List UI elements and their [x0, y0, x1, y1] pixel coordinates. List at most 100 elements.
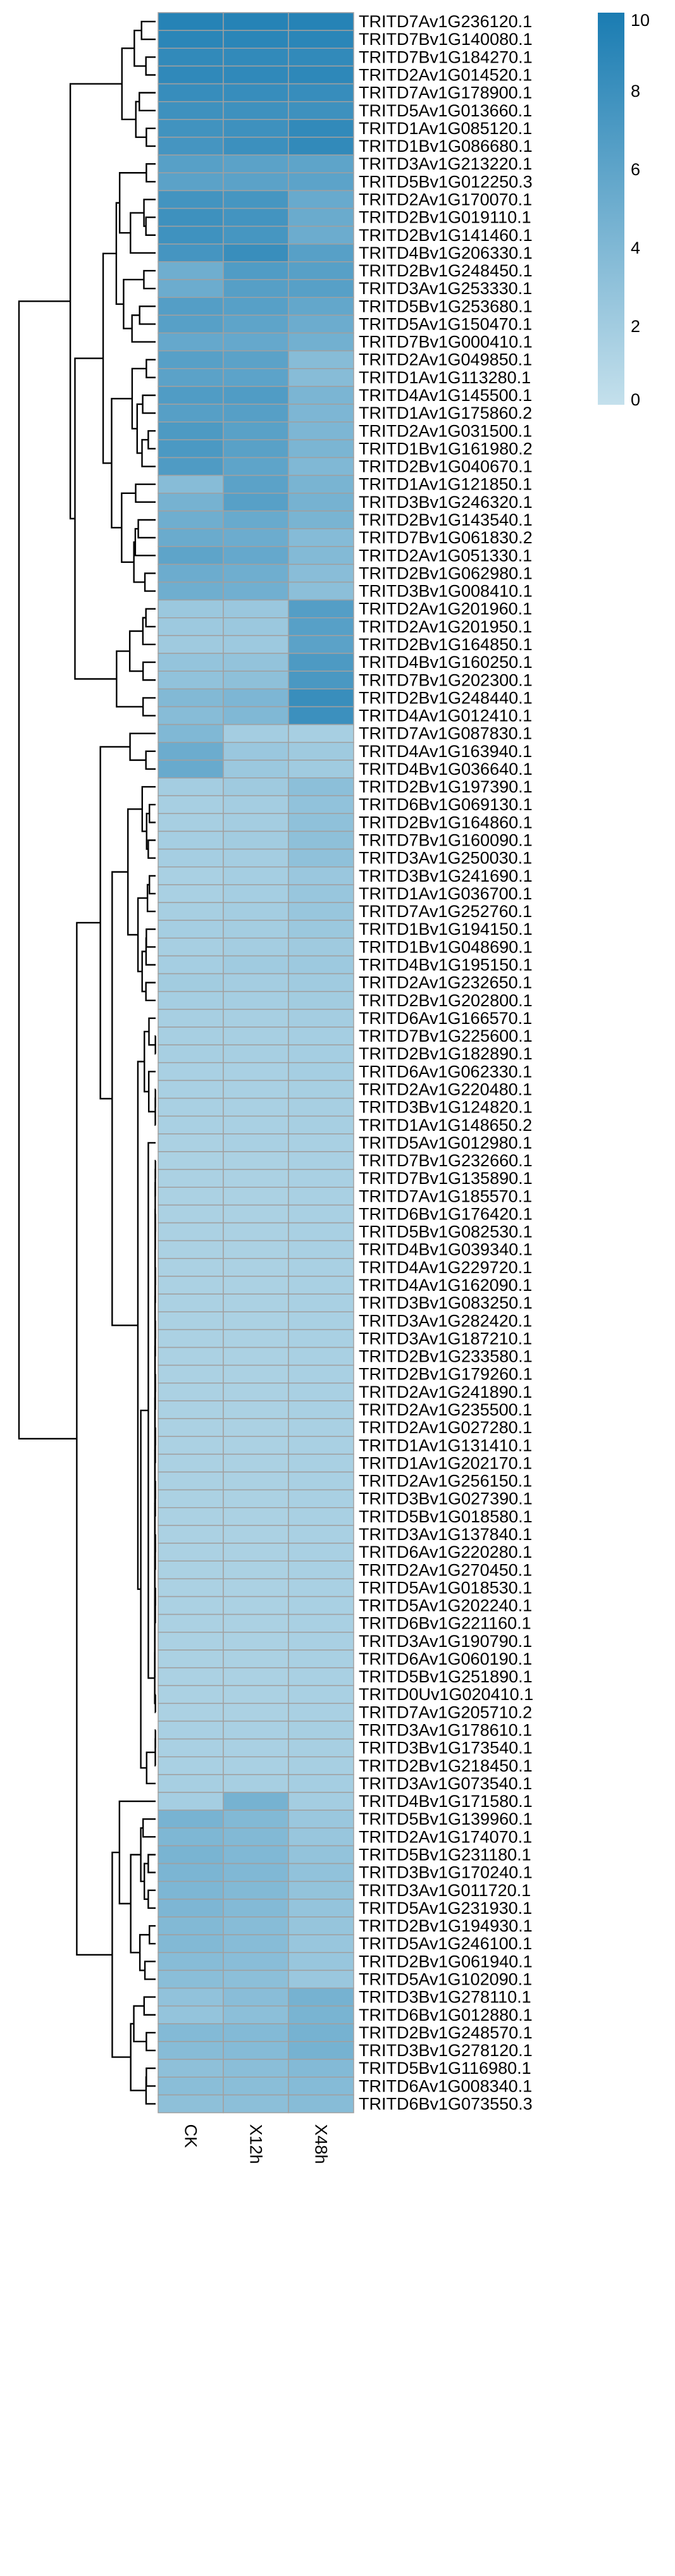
- heatmap-cell: [223, 386, 289, 405]
- heatmap-cell: [223, 1525, 289, 1544]
- heatmap-cell: [158, 1044, 224, 1064]
- heatmap-cell: [288, 457, 354, 476]
- heatmap-cell: [223, 119, 289, 138]
- dendrogram-branch: [143, 199, 156, 227]
- dendrogram-branch: [145, 608, 156, 628]
- row-label: TRITD2Bv1G248440.1: [359, 688, 533, 707]
- dendrogram-branch: [145, 2076, 156, 2105]
- heatmap-cell: [158, 1596, 224, 1615]
- heatmap-cell: [288, 1204, 354, 1224]
- heatmap-cell: [223, 1720, 289, 1740]
- heatmap-cell: [158, 1080, 224, 1099]
- row-label: TRITD6Bv1G012880.1: [359, 2006, 533, 2024]
- heatmap-cell: [288, 1311, 354, 1331]
- dendrogram-branch: [143, 1863, 149, 1901]
- heatmap-cell: [223, 137, 289, 156]
- dendrogram-branch: [143, 1996, 156, 2016]
- heatmap-cell: [223, 1969, 289, 1989]
- dendrogram-branch: [146, 359, 156, 379]
- row-label: TRITD2Bv1G164850.1: [359, 635, 533, 654]
- heatmap-cell: [158, 1364, 224, 1384]
- heatmap-cell: [158, 866, 224, 885]
- row-label: TRITD1Av1G085120.1: [359, 119, 532, 138]
- heatmap-cell: [223, 1115, 289, 1135]
- heatmap-cell: [223, 1151, 289, 1170]
- row-label: TRITD3Bv1G083250.1: [359, 1293, 533, 1312]
- row-label: TRITD5Bv1G251890.1: [359, 1667, 533, 1686]
- row-label: TRITD6Bv1G073550.3: [359, 2094, 533, 2113]
- row-label: TRITD2Av1G201960.1: [359, 600, 532, 619]
- heatmap-cell: [158, 777, 224, 796]
- row-label: TRITD2Av1G256150.1: [359, 1472, 532, 1491]
- heatmap-cell: [288, 884, 354, 903]
- heatmap-cell: [223, 1631, 289, 1651]
- heatmap-cell: [288, 1418, 354, 1437]
- row-label: TRITD3Bv1G173540.1: [359, 1739, 533, 1758]
- row-label: TRITD6Av1G062330.1: [359, 1062, 532, 1081]
- heatmap-cell: [223, 1952, 289, 1971]
- heatmap-cell: [288, 653, 354, 672]
- heatmap-cell: [158, 404, 224, 422]
- row-label: TRITD5Bv1G012250.3: [359, 172, 533, 191]
- heatmap-cell: [158, 1222, 224, 1242]
- row-label: TRITD1Av1G131410.1: [359, 1436, 532, 1455]
- heatmap-cell: [223, 47, 289, 67]
- legend-tick-label: 2: [631, 317, 640, 336]
- dendrogram-branch: [145, 56, 156, 76]
- row-label: TRITD2Bv1G218450.1: [359, 1756, 533, 1775]
- heatmap-cell: [158, 1240, 224, 1259]
- row-label: TRITD3Bv1G170240.1: [359, 1863, 533, 1882]
- heatmap-cell: [158, 1560, 224, 1580]
- legend-tick-label: 0: [631, 390, 640, 409]
- dendrogram-branch: [141, 439, 156, 467]
- row-label: TRITD6Av1G060190.1: [359, 1649, 532, 1668]
- dendrogram-branch: [69, 83, 122, 520]
- heatmap-cell: [223, 1062, 289, 1082]
- heatmap-cell: [223, 1543, 289, 1562]
- heatmap-cell: [158, 1525, 224, 1544]
- heatmap-cell: [223, 724, 289, 743]
- row-label: TRITD7Bv1G202300.1: [359, 670, 533, 689]
- dendrogram-branch: [130, 212, 156, 254]
- dendrogram-branch: [141, 786, 156, 832]
- heatmap-cell: [288, 617, 354, 636]
- row-label: TRITD3Av1G250030.1: [359, 849, 532, 868]
- heatmap-cell: [158, 1258, 224, 1277]
- dendrogram-branch: [74, 357, 117, 680]
- heatmap-cell: [223, 1809, 289, 1829]
- row-label: TRITD4Bv1G206330.1: [359, 243, 533, 262]
- heatmap-cell: [288, 65, 354, 85]
- heatmap-cell: [223, 1703, 289, 1722]
- heatmap-cell: [158, 920, 224, 939]
- heatmap-cell: [223, 653, 289, 672]
- heatmap-cell: [223, 670, 289, 690]
- heatmap-cell: [288, 973, 354, 992]
- heatmap-cell: [158, 830, 224, 850]
- row-label: TRITD2Bv1G179260.1: [359, 1365, 533, 1384]
- dendrogram-branch: [147, 1142, 156, 1679]
- heatmap-cell: [288, 1738, 354, 1758]
- dendrogram-branch: [142, 394, 156, 414]
- heatmap-cell: [158, 47, 224, 67]
- heatmap-cell: [158, 564, 224, 583]
- heatmap-cell: [158, 12, 224, 31]
- row-label: TRITD2Bv1G248570.1: [359, 2023, 533, 2042]
- heatmap-cell: [158, 1827, 224, 1847]
- heatmap-cell: [158, 670, 224, 690]
- heatmap-cell: [288, 1525, 354, 1544]
- heatmap-cell: [158, 937, 224, 957]
- dendrogram-branch: [146, 127, 156, 147]
- heatmap-cell: [288, 30, 354, 49]
- heatmap-cell: [288, 1097, 354, 1117]
- heatmap-cell: [223, 1685, 289, 1704]
- row-label: TRITD4Bv1G036640.1: [359, 760, 533, 779]
- heatmap-cell: [288, 12, 354, 31]
- heatmap-cell: [288, 1756, 354, 1775]
- dendrogram-branch: [143, 269, 156, 290]
- heatmap-cell: [288, 119, 354, 138]
- dendrogram-branch: [145, 982, 156, 1001]
- heatmap-cell: [288, 1809, 354, 1829]
- row-label: TRITD5Bv1G231180.1: [359, 1845, 531, 1864]
- row-label: TRITD3Bv1G241690.1: [359, 866, 533, 885]
